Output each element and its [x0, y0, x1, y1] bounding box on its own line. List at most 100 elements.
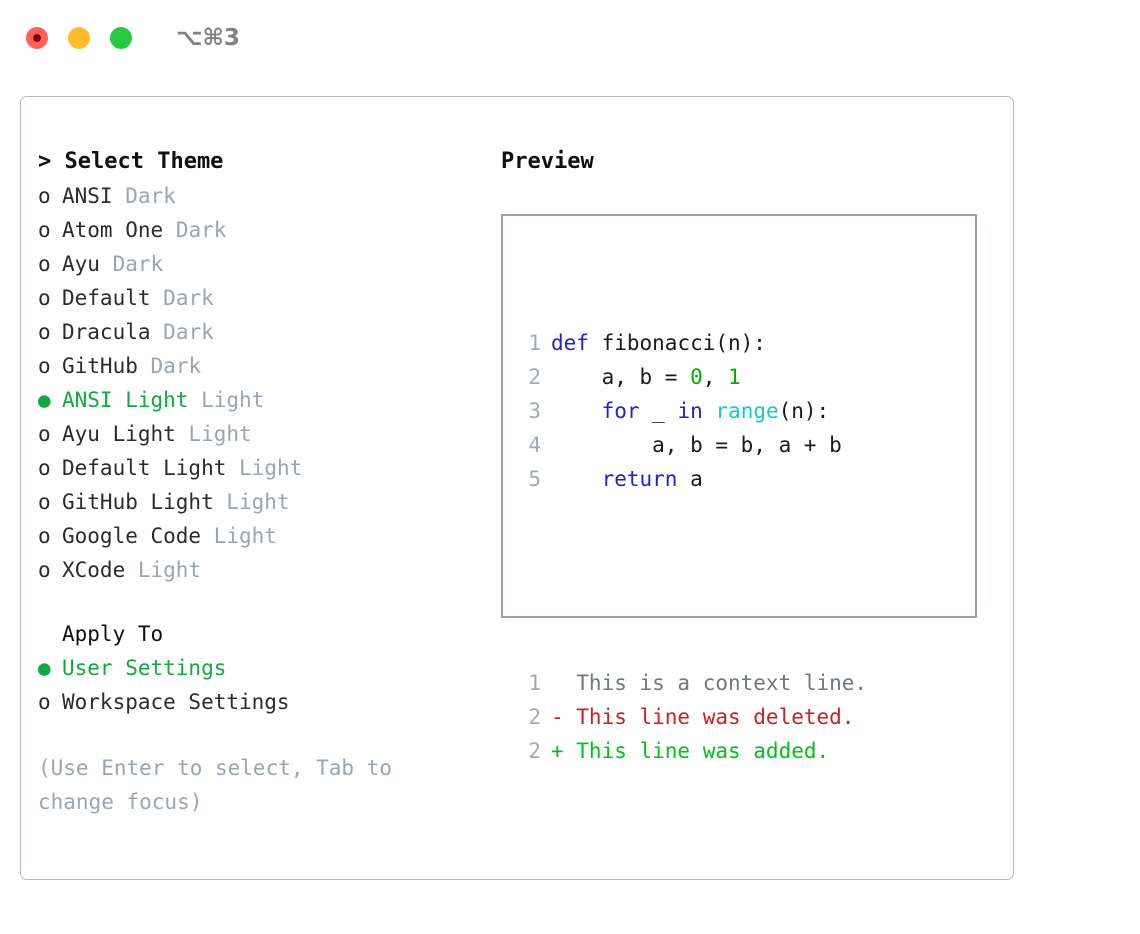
line-number: 2	[528, 365, 541, 389]
select-theme-heading: > Select Theme	[38, 149, 224, 174]
theme-kind-label: Dark	[163, 286, 214, 310]
radio-unselected-icon: o	[38, 422, 51, 446]
theme-name: Atom One	[62, 218, 164, 242]
theme-kind-label: Dark	[163, 320, 214, 344]
line-number: 3	[528, 399, 541, 423]
code-token: a, b = b, a + b	[551, 433, 842, 457]
theme-kind-label: Dark	[175, 218, 227, 242]
radio-unselected-icon: o	[38, 218, 51, 242]
radio-selected-icon: ●	[38, 656, 51, 680]
code-line: 4 a, b = b, a + b	[515, 428, 867, 462]
theme-name: Ayu	[62, 252, 100, 276]
close-button[interactable]	[26, 27, 48, 49]
code-line: 2 a, b = 0, 1	[515, 360, 867, 394]
code-token: - This line was deleted.	[551, 705, 855, 729]
radio-unselected-icon: o	[38, 558, 51, 582]
radio-selected-icon: ●	[38, 388, 51, 412]
code-token: 0	[690, 365, 703, 389]
code-token: This is a context line.	[551, 671, 868, 695]
minimize-button[interactable]	[68, 27, 90, 49]
radio-unselected-icon: o	[38, 184, 51, 208]
diff-line: 2+ This line was added.	[515, 734, 867, 768]
theme-name: Ayu Light	[62, 422, 176, 446]
window-titlebar: ⌥⌘3	[0, 0, 1140, 76]
theme-kind-label: Light	[188, 422, 252, 446]
apply-to-option[interactable]: o Workspace Settings	[38, 685, 478, 719]
theme-list-item[interactable]: o Default Dark	[38, 281, 478, 315]
radio-unselected-icon: o	[38, 354, 51, 378]
theme-name: ANSI	[62, 184, 113, 208]
theme-name: Default Light	[62, 456, 227, 480]
diff-sample: 1 This is a context line. 2 - This line wa…	[515, 666, 867, 768]
code-token: (n):	[778, 399, 830, 423]
radio-unselected-icon: o	[38, 690, 51, 714]
apply-to-option[interactable]: ● User Settings	[38, 651, 478, 685]
code-token	[551, 399, 602, 423]
code-token: ,	[702, 365, 729, 389]
code-line: 5 return a	[515, 462, 867, 496]
theme-name: GitHub Light	[62, 490, 214, 514]
theme-kind-label: Light	[213, 524, 277, 548]
code-token: _	[639, 399, 678, 423]
theme-kind-label: Light	[239, 456, 303, 480]
theme-list-item[interactable]: o Dracula Dark	[38, 315, 478, 349]
theme-list-item[interactable]: o Atom One Dark	[38, 213, 478, 247]
code-token	[551, 467, 602, 491]
code-token: def	[551, 331, 589, 355]
line-number: 1	[528, 331, 541, 355]
theme-list-item[interactable]: o Ayu Dark	[38, 247, 478, 281]
apply-to-section: Apply To ● User Settings o Workspace Settin…	[38, 617, 478, 719]
diff-line: 1 This is a context line.	[515, 666, 867, 700]
line-number: 5	[528, 467, 541, 491]
theme-kind-label: Light	[201, 388, 265, 412]
diff-line: 2 - This line was deleted.	[515, 700, 867, 734]
theme-list-item[interactable]: o ANSI Dark	[38, 179, 478, 213]
theme-name: Dracula	[62, 320, 151, 344]
line-number: 2	[528, 705, 541, 729]
code-line: 3 for _ in range(n):	[515, 394, 867, 428]
theme-name: XCode	[62, 558, 126, 582]
radio-unselected-icon: o	[38, 320, 51, 344]
code-token	[703, 399, 716, 423]
apply-to-option-label: Workspace Settings	[62, 690, 290, 714]
radio-unselected-icon: o	[38, 456, 51, 480]
theme-name: GitHub	[62, 354, 138, 378]
theme-kind-label: Dark	[125, 184, 176, 208]
keyboard-shortcut-label: ⌥⌘3	[176, 25, 240, 51]
code-token: in	[677, 399, 703, 423]
line-number: 2	[528, 739, 541, 763]
theme-list-item[interactable]: o Ayu Light Light	[38, 417, 478, 451]
theme-name: Default	[62, 286, 151, 310]
code-token: a	[677, 467, 703, 491]
code-token: 1	[728, 365, 741, 389]
maximize-button[interactable]	[110, 27, 132, 49]
theme-list-item[interactable]: ● ANSI Light Light	[38, 383, 478, 417]
code-token: for	[601, 399, 640, 423]
theme-list-item[interactable]: o Default Light Light	[38, 451, 478, 485]
preview-heading: Preview	[501, 149, 594, 174]
apply-to-option-label: User Settings	[62, 656, 227, 680]
apply-to-heading: Apply To	[62, 622, 164, 646]
theme-list-item[interactable]: o XCode Light	[38, 553, 478, 587]
code-token: return	[601, 467, 678, 491]
theme-name: ANSI Light	[62, 388, 189, 412]
theme-kind-label: Light	[137, 558, 202, 582]
code-spacer	[515, 564, 867, 598]
keyboard-hint-text: (Use Enter to select, Tab to change focu…	[38, 756, 393, 814]
radio-unselected-icon: o	[38, 524, 51, 548]
apply-to-options[interactable]: ● User Settings o Workspace Settings	[38, 651, 478, 719]
radio-unselected-icon: o	[38, 286, 51, 310]
radio-unselected-icon: o	[38, 252, 51, 276]
code-token: range	[715, 399, 779, 423]
theme-kind-label: Dark	[112, 252, 164, 276]
